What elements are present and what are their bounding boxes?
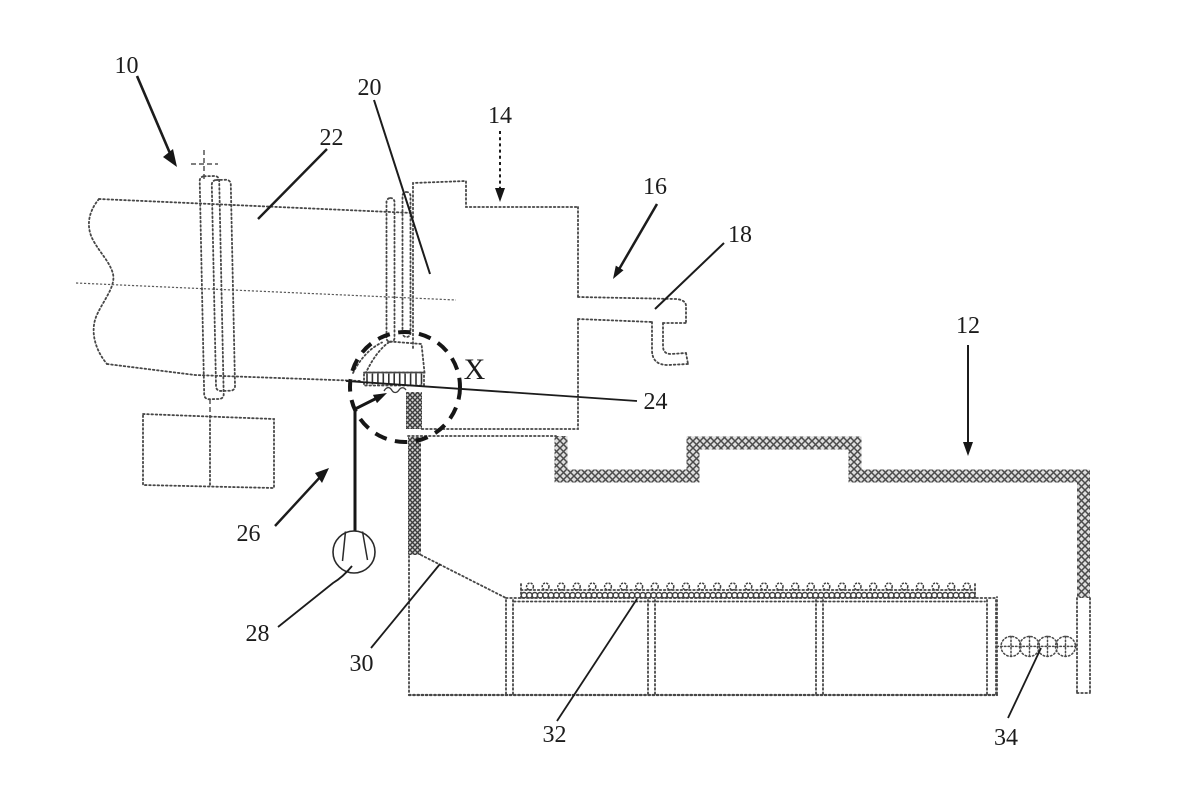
svg-text:12: 12 bbox=[956, 313, 980, 339]
svg-text:14: 14 bbox=[488, 103, 512, 129]
svg-text:24: 24 bbox=[644, 389, 668, 415]
svg-text:20: 20 bbox=[358, 75, 382, 101]
svg-text:10: 10 bbox=[115, 53, 139, 79]
svg-text:32: 32 bbox=[543, 722, 567, 748]
svg-text:28: 28 bbox=[246, 621, 270, 647]
svg-text:22: 22 bbox=[320, 125, 344, 151]
svg-text:18: 18 bbox=[728, 222, 752, 248]
svg-text:34: 34 bbox=[994, 725, 1018, 751]
svg-text:30: 30 bbox=[350, 651, 374, 677]
svg-text:X: X bbox=[464, 353, 486, 386]
svg-text:26: 26 bbox=[237, 521, 261, 547]
svg-text:16: 16 bbox=[643, 174, 667, 200]
